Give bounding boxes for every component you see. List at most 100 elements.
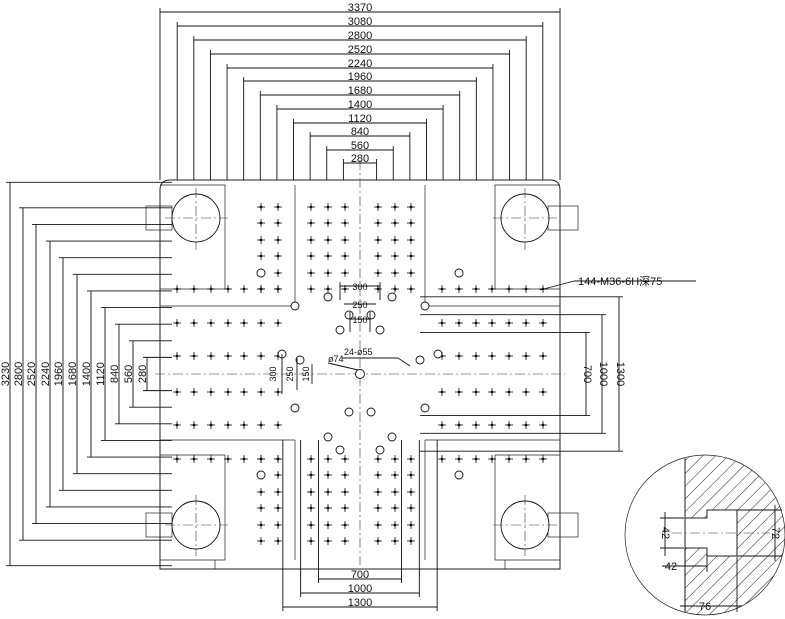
tapped-hole: [324, 488, 332, 496]
through-hole: [375, 325, 385, 335]
tapped-hole: [173, 455, 181, 463]
tapped-hole: [274, 203, 282, 211]
top-dim-label: 3080: [348, 16, 372, 28]
tapped-hole: [224, 388, 232, 396]
tapped-hole: [455, 352, 463, 360]
tapped-hole: [257, 352, 265, 360]
tapped-hole: [341, 537, 349, 545]
tapped-hole: [274, 455, 282, 463]
tapped-hole: [488, 319, 496, 327]
tapped-hole: [407, 488, 415, 496]
tapped-hole: [341, 252, 349, 260]
detail-dim-42-horizontal: 42: [665, 561, 677, 573]
tapped-hole: [257, 537, 265, 545]
detail-dim-76: 76: [699, 601, 711, 613]
through-hole: [323, 432, 333, 442]
callout-center-hole: ø74: [328, 354, 344, 364]
through-hole: [387, 292, 397, 302]
tapped-hole: [407, 455, 415, 463]
top-dim-label: 1680: [348, 85, 372, 97]
tapped-hole: [173, 388, 181, 396]
top-dim-label: 1960: [348, 71, 372, 83]
tapped-hole: [240, 388, 248, 396]
tapped-hole: [190, 421, 198, 429]
top-dim-label: 840: [351, 126, 369, 138]
right-dim-label: 1300: [614, 362, 626, 386]
top-dim-label: 1120: [348, 113, 372, 125]
tapped-hole: [488, 421, 496, 429]
tapped-hole: [455, 455, 463, 463]
through-hole: [344, 407, 354, 417]
tapped-hole: [324, 521, 332, 529]
tapped-hole: [539, 421, 547, 429]
tapped-hole: [391, 219, 399, 227]
tapped-hole: [324, 455, 332, 463]
tapped-hole: [522, 352, 530, 360]
tapped-hole: [505, 352, 513, 360]
tapped-hole: [407, 252, 415, 260]
bottom-dim-label: 1000: [348, 583, 372, 595]
tapped-hole: [407, 537, 415, 545]
tapped-hole: [207, 421, 215, 429]
tapped-hole: [341, 269, 349, 277]
left-dim-label: 1680: [67, 362, 79, 386]
tapped-hole: [374, 504, 382, 512]
tapped-hole: [240, 421, 248, 429]
tapped-hole: [257, 319, 265, 327]
tapped-hole: [324, 269, 332, 277]
tapped-hole: [374, 471, 382, 479]
tapped-hole: [240, 352, 248, 360]
tapped-hole: [341, 521, 349, 529]
tapped-hole: [307, 521, 315, 529]
tapped-hole: [207, 285, 215, 293]
tapped-hole: [307, 537, 315, 545]
top-dim-label: 560: [351, 140, 369, 152]
top-dim-label: 2240: [348, 58, 372, 70]
tapped-hole: [374, 236, 382, 244]
tapped-hole: [391, 236, 399, 244]
dim-inner-300-left: 300: [268, 366, 278, 381]
tapped-hole: [190, 455, 198, 463]
tapped-hole: [391, 203, 399, 211]
tapped-hole: [374, 269, 382, 277]
tapped-hole: [407, 285, 415, 293]
platen-outline: [159, 179, 561, 570]
tapped-hole: [391, 455, 399, 463]
through-hole: [290, 403, 300, 413]
through-hole: [295, 355, 305, 365]
tapped-hole: [257, 504, 265, 512]
tapped-hole: [307, 471, 315, 479]
through-hole: [433, 349, 443, 359]
tapped-hole: [257, 488, 265, 496]
tapped-hole: [539, 319, 547, 327]
tapped-hole: [257, 252, 265, 260]
callouts: 144-M36-6H深75 24-ø55 ø74: [327, 275, 696, 371]
tapped-hole: [257, 219, 265, 227]
tapped-hole: [224, 421, 232, 429]
tapped-hole: [472, 388, 480, 396]
tapped-hole: [374, 488, 382, 496]
top-dim-label: 280: [351, 153, 369, 165]
tapped-hole: [374, 455, 382, 463]
tapped-hole: [522, 285, 530, 293]
tapped-hole: [374, 219, 382, 227]
tapped-hole: [257, 388, 265, 396]
through-hole: [256, 470, 266, 480]
tapped-hole: [374, 521, 382, 529]
detail-view: 42 42 72 76: [624, 454, 785, 616]
left-dim-label: 2240: [40, 362, 52, 386]
tapped-holes: [173, 203, 547, 545]
tapped-hole: [505, 388, 513, 396]
through-hole: [387, 432, 397, 442]
tapped-hole: [407, 471, 415, 479]
tapped-hole: [307, 285, 315, 293]
tapped-hole: [407, 521, 415, 529]
tapped-hole: [341, 471, 349, 479]
tapped-hole: [207, 455, 215, 463]
tapped-hole: [307, 504, 315, 512]
tapped-hole: [438, 388, 446, 396]
tapped-hole: [173, 319, 181, 327]
tapped-hole: [539, 388, 547, 396]
tapped-hole: [455, 388, 463, 396]
